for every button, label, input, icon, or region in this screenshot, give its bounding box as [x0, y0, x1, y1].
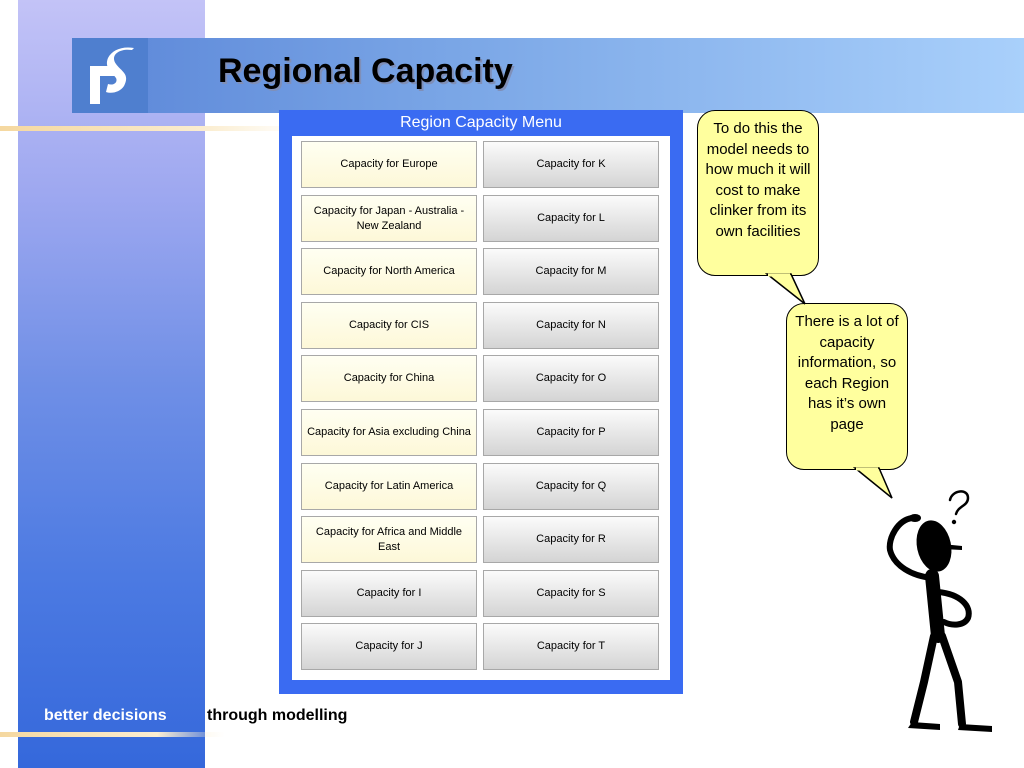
capacity-j-button[interactable]: Capacity for J — [301, 623, 477, 670]
region-capacity-menu: Region Capacity Menu Capacity for Europe… — [279, 110, 683, 694]
capacity-latin-america-button[interactable]: Capacity for Latin America — [301, 463, 477, 510]
capacity-africa-middle-east-button[interactable]: Capacity for Africa and Middle East — [301, 516, 477, 563]
slide-title: Regional Capacity — [218, 52, 513, 90]
capacity-china-button[interactable]: Capacity for China — [301, 355, 477, 402]
footer-tagline-rest: through modelling — [207, 707, 348, 724]
capacity-m-button[interactable]: Capacity for M — [483, 248, 659, 295]
accent-stripe-top — [0, 126, 300, 131]
capacity-asia-excl-china-button[interactable]: Capacity for Asia excluding China — [301, 409, 477, 456]
ps-logo-icon — [90, 47, 134, 104]
capacity-i-button[interactable]: Capacity for I — [301, 570, 477, 617]
capacity-q-button[interactable]: Capacity for Q — [483, 463, 659, 510]
accent-stripe-bottom — [0, 732, 225, 737]
capacity-t-button[interactable]: Capacity for T — [483, 623, 659, 670]
capacity-o-button[interactable]: Capacity for O — [483, 355, 659, 402]
capacity-p-button[interactable]: Capacity for P — [483, 409, 659, 456]
capacity-k-button[interactable]: Capacity for K — [483, 141, 659, 188]
confused-stick-figure-icon — [886, 490, 992, 732]
callout-cost-clinker: To do this the model needs to how much i… — [697, 110, 819, 276]
logo — [72, 38, 148, 113]
capacity-s-button[interactable]: Capacity for S — [483, 570, 659, 617]
header-band — [72, 38, 1024, 113]
capacity-cis-button[interactable]: Capacity for CIS — [301, 302, 477, 349]
menu-button-grid: Capacity for Europe Capacity for Japan -… — [292, 136, 670, 680]
capacity-north-america-button[interactable]: Capacity for North America — [301, 248, 477, 295]
capacity-europe-button[interactable]: Capacity for Europe — [301, 141, 477, 188]
menu-title: Region Capacity Menu — [400, 114, 562, 131]
capacity-r-button[interactable]: Capacity for R — [483, 516, 659, 563]
capacity-japan-australia-nz-button[interactable]: Capacity for Japan - Australia - New Zea… — [301, 195, 477, 242]
capacity-n-button[interactable]: Capacity for N — [483, 302, 659, 349]
capacity-l-button[interactable]: Capacity for L — [483, 195, 659, 242]
footer-tagline-highlight: better decisions — [44, 707, 167, 724]
callout-capacity-info: There is a lot of capacity information, … — [786, 303, 908, 470]
